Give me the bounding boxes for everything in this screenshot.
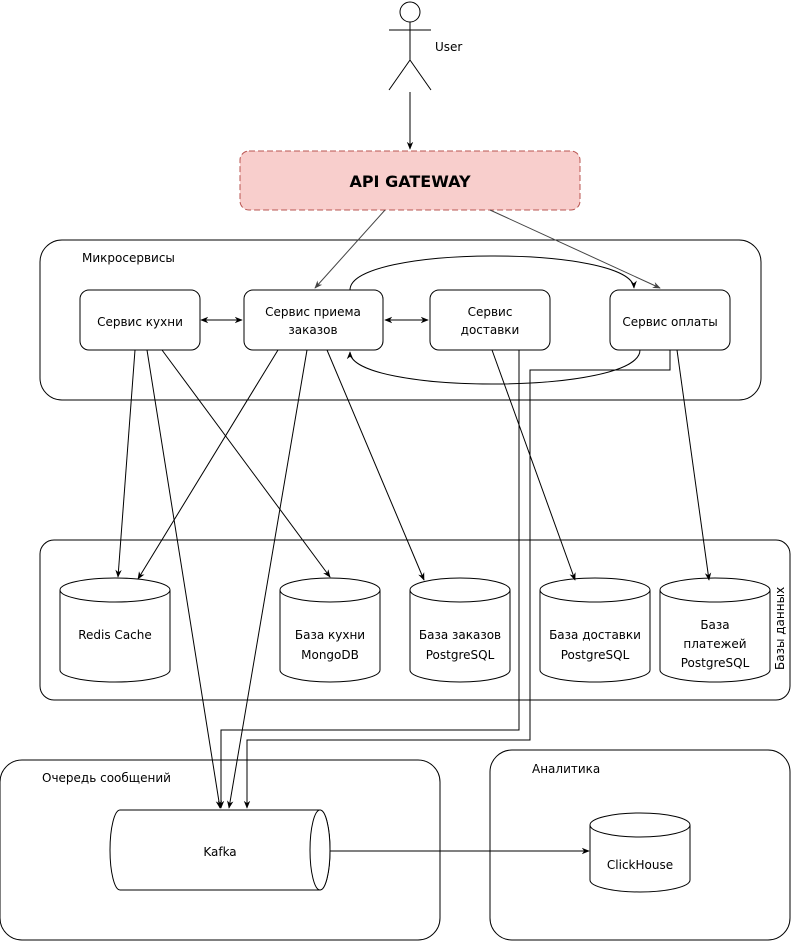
service-kitchen: Сервис кухни [79, 289, 201, 351]
edge-delivery-deliverydb [491, 349, 576, 581]
edge-kitchen-kafka [146, 349, 223, 809]
service-orders: Сервис приема заказов [243, 289, 384, 351]
db-delivery-label-line2: PostgreSQL [561, 648, 630, 662]
service-payment-label: Сервис оплаты [622, 315, 717, 329]
db-redis-cache: Redis Cache [59, 577, 171, 683]
edge-delivery-kafka [217, 350, 520, 809]
user-actor-icon [388, 1, 432, 91]
microservices-group: Микросервисы [39, 239, 762, 401]
kafka-label: Kafka [203, 845, 236, 859]
service-delivery-label-line2: доставки [461, 323, 520, 337]
edge-gateway-payment [489, 209, 661, 289]
databases-group-label: Базы данных [773, 587, 787, 670]
db-kitchen-label-line1: База кухни [295, 628, 365, 642]
queue-group: Очередь сообщений [0, 759, 441, 941]
connectors [115, 92, 712, 855]
queue-group-label: Очередь сообщений [42, 771, 171, 785]
edge-orders-ordersdb [326, 349, 425, 581]
service-orders-label-line1: Сервис приема [265, 305, 361, 319]
edge-orders-payment-curve [349, 255, 637, 291]
analytics-group: Аналитика [489, 749, 791, 941]
db-delivery: База доставки PostgreSQL [539, 577, 651, 683]
db-payments-label-line3: PostgreSQL [681, 656, 750, 670]
db-redis-label: Redis Cache [78, 628, 152, 642]
edge-kitchen-mongodb [161, 349, 331, 578]
service-orders-label-line2: заказов [288, 323, 337, 337]
db-clickhouse-label: ClickHouse [607, 858, 673, 872]
service-delivery-label-line1: Сервис [468, 305, 513, 319]
service-kitchen-label: Сервис кухни [97, 315, 183, 329]
edge-orders-redis [137, 349, 279, 580]
db-orders-label-line2: PostgreSQL [426, 648, 495, 662]
db-payments-label-line1: База [700, 618, 729, 632]
db-kitchen: База кухни MongoDB [279, 577, 381, 683]
edge-payment-kafka [243, 350, 671, 809]
edge-kitchen-redis [115, 349, 136, 578]
api-gateway-label: API GATEWAY [349, 172, 471, 191]
db-delivery-label-line1: База доставки [549, 628, 641, 642]
db-kitchen-label-line2: MongoDB [301, 648, 359, 662]
api-gateway: API GATEWAY [239, 150, 581, 211]
db-payments: База платежей PostgreSQL [659, 577, 771, 683]
kafka-queue: Kafka [109, 809, 331, 891]
db-orders: База заказов PostgreSQL [409, 577, 511, 683]
edge-payment-paymentsdb [676, 349, 712, 581]
analytics-group-label: Аналитика [532, 762, 600, 776]
user-label: User [435, 40, 462, 54]
service-payment: Сервис оплаты [609, 289, 731, 351]
db-clickhouse: ClickHouse [589, 812, 691, 893]
edge-orders-kafka [227, 349, 308, 809]
service-delivery: Сервис доставки [429, 289, 551, 351]
databases-group: Базы данных [39, 539, 791, 701]
edge-payment-orders-curve [346, 349, 641, 385]
edge-gateway-orders [314, 209, 386, 289]
db-payments-label-line2: платежей [683, 637, 746, 651]
db-orders-label-line1: База заказов [419, 628, 501, 642]
microservices-group-label: Микросервисы [82, 251, 175, 265]
